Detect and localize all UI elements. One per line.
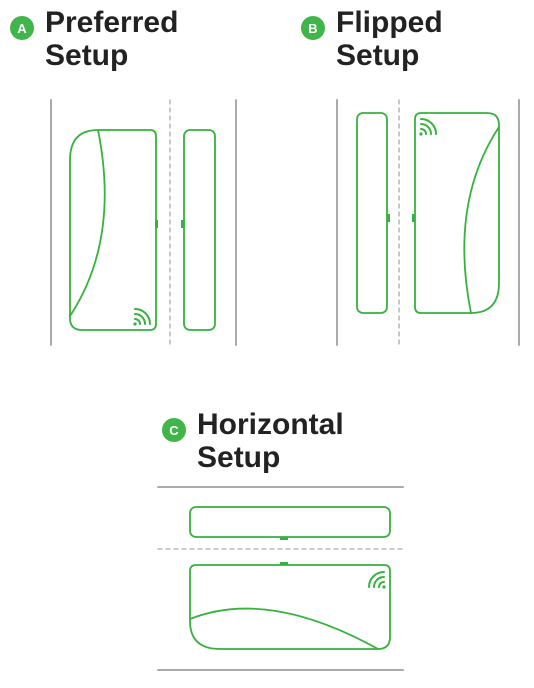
setup-a-line1: Preferred [45, 6, 179, 39]
wifi-signal-icon [133, 308, 151, 326]
badge-c: C [162, 418, 186, 442]
setup-b-label: Flipped Setup [336, 6, 443, 72]
setup-c-label: Horizontal Setup [197, 408, 344, 474]
wifi-signal-icon [419, 118, 437, 136]
magnet-alignment-mark [387, 214, 390, 222]
badge-a: A [10, 16, 34, 40]
badge-b: B [301, 16, 325, 40]
magnet-body [356, 112, 388, 314]
sensor-curve [69, 129, 106, 317]
sensor-curve [189, 607, 379, 650]
setup-b-line1: Flipped [336, 6, 443, 39]
magnet-body [189, 506, 391, 538]
setup-c-line2: Setup [197, 441, 281, 474]
setup-a-title: A Preferred Setup [10, 6, 178, 72]
setup-c-line1: Horizontal [197, 408, 344, 441]
sensor-alignment-mark [412, 214, 415, 222]
setup-b-diagram [336, 99, 520, 346]
setup-b-title: B Flipped Setup [301, 6, 443, 72]
setup-a-label: Preferred Setup [45, 6, 178, 72]
setup-c-title: C Horizontal Setup [162, 408, 344, 474]
wifi-signal-icon [368, 571, 386, 589]
setup-b-line2: Setup [336, 39, 420, 72]
sensor-body [69, 129, 157, 331]
magnet-alignment-mark [280, 537, 288, 540]
setup-c-diagram [157, 486, 404, 671]
setup-a-diagram [50, 99, 237, 346]
magnet-alignment-mark [181, 220, 184, 228]
sensor-alignment-mark [280, 562, 288, 565]
sensor-body [414, 112, 500, 314]
sensor-curve [463, 126, 500, 314]
sensor-body [189, 564, 391, 650]
sensor-alignment-mark [155, 220, 158, 228]
magnet-body [183, 129, 216, 331]
setup-a-line2: Setup [45, 39, 129, 72]
